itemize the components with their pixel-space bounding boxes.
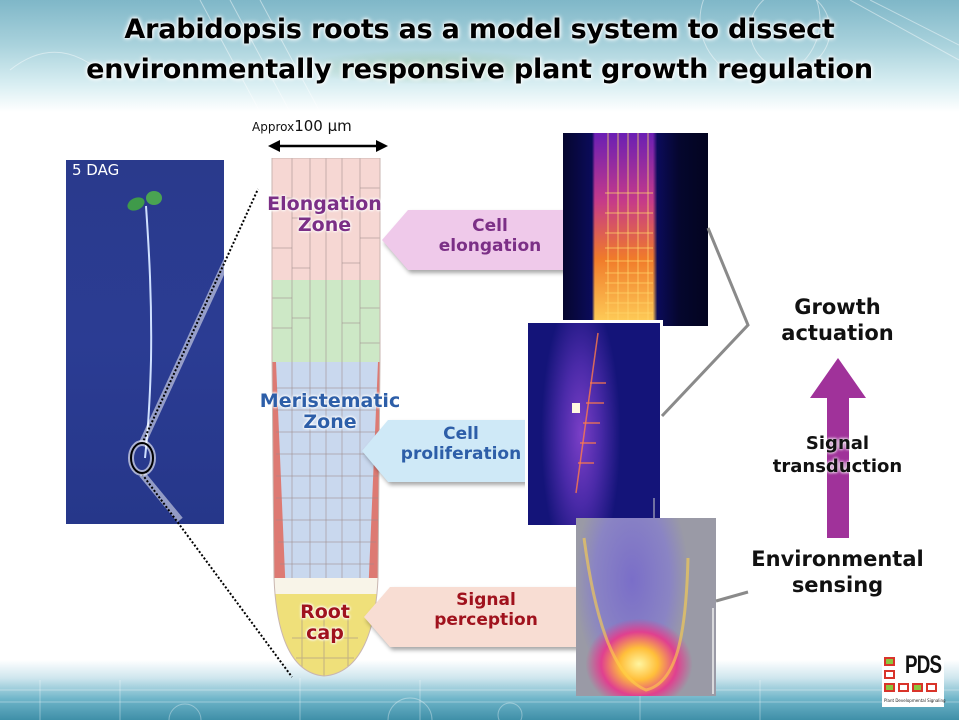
elongation-zone-micrograph [563, 133, 708, 326]
scale-prefix: Approx [252, 120, 295, 134]
logo-text: PDS [905, 651, 942, 679]
footer-decoration [0, 678, 959, 720]
logo-square [884, 670, 895, 679]
sensing-connector [715, 590, 749, 603]
up-arrow-icon [810, 358, 866, 538]
growth-bracket [660, 227, 750, 418]
seedling-drawing [127, 191, 162, 459]
scale-value: 100 μm [294, 117, 352, 135]
pds-logo [882, 655, 944, 707]
root-strand [144, 205, 153, 459]
root-cap-micrograph-detail [582, 537, 714, 694]
signal-perception-callout [364, 587, 584, 647]
bracket-lines [660, 227, 750, 603]
transition-zone-region [272, 280, 380, 362]
title-line-1: Arabidopsis roots as a model system to d… [124, 14, 835, 45]
scale-label: Approx100 μm [252, 117, 352, 135]
logo-square [884, 683, 895, 692]
cotyledon-right [146, 191, 162, 205]
logo-square [884, 657, 895, 666]
root-diagram [271, 158, 381, 677]
root-cap-micrograph [576, 518, 716, 696]
logo-square [898, 683, 909, 692]
cell-elongation-callout [382, 210, 576, 270]
header-background [0, 0, 959, 112]
scale-arrow [268, 140, 388, 152]
quiescent-center [272, 578, 380, 598]
title-line-2: environmentally responsive plant growth … [86, 54, 873, 85]
logo-subtitle: Plant Developmental Signaling [884, 698, 946, 703]
cotyledon-left [127, 197, 145, 211]
meristem-micrograph-detail [572, 332, 655, 518]
cell-proliferation-callout [362, 420, 544, 482]
logo-square [912, 683, 923, 692]
age-label: 5 DAG [72, 161, 120, 179]
logo-square [926, 683, 937, 692]
header-decoration [9, 0, 959, 112]
elongation-micrograph-cells [605, 133, 653, 326]
